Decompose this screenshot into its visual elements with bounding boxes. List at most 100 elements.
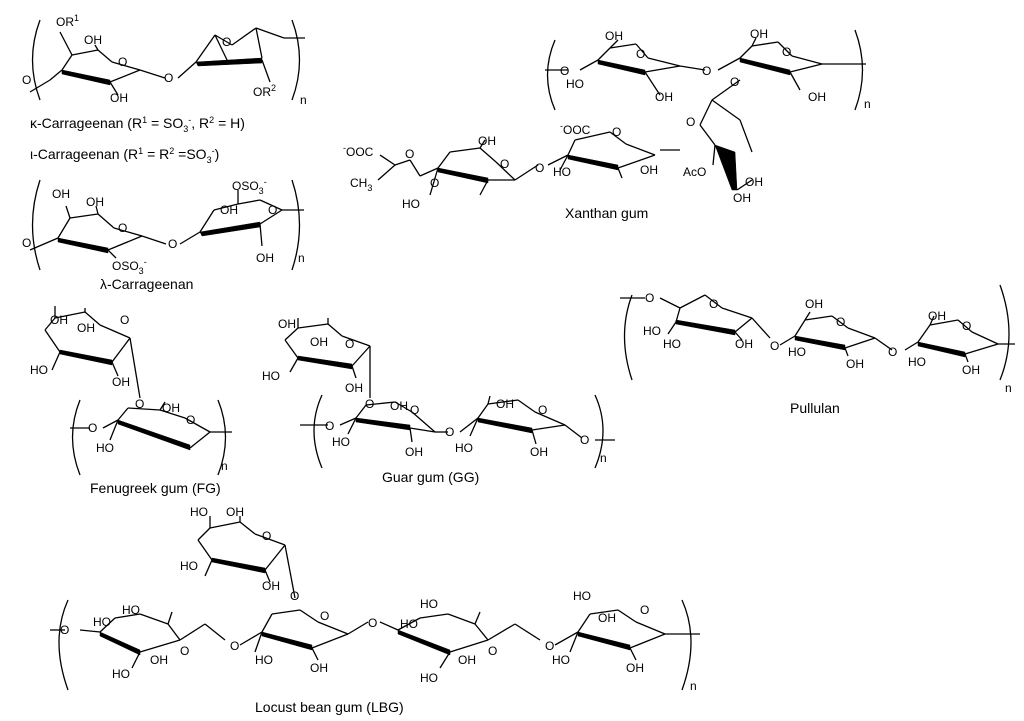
lambda-carrageenan-structure: OH OH O O OSO3- O OSO3- OH O OH n λ-Carr… [22, 177, 305, 292]
ho-label: HO [180, 559, 198, 573]
ring-o-label: O [405, 147, 414, 161]
carboxylate-label: -OOC [560, 121, 591, 137]
ho-label: HO [93, 615, 111, 629]
oh-label: OH [496, 397, 514, 411]
or1-label: OR1 [56, 13, 79, 29]
ring-o-label: O [262, 529, 271, 543]
oh-label: OH [310, 661, 328, 675]
carboxylate-label: -OOC [343, 143, 374, 159]
oh-label: OH [478, 134, 496, 148]
oh-label: OH [256, 251, 274, 265]
oh-label: OH [52, 187, 70, 201]
ho-label: HO [400, 617, 418, 631]
glycosidic-o-label: O [770, 339, 779, 353]
ho-label: HO [420, 597, 438, 611]
ho-label: HO [566, 77, 584, 91]
repeat-n-label: n [298, 251, 305, 265]
guar-gum-label: Guar gum (GG) [382, 469, 479, 485]
ho-label: HO [908, 355, 926, 369]
oso3-label: OSO3- [232, 177, 267, 196]
ring-o-label: O [410, 403, 419, 417]
ring-o-label: O [538, 403, 547, 417]
ho-label: HO [420, 671, 438, 685]
ring-o-label: O [22, 73, 31, 87]
glycosidic-o-label: O [168, 237, 177, 251]
oh-label: OH [846, 357, 864, 371]
oh-label: OH [50, 313, 68, 327]
methyl-label: CH3 [350, 176, 372, 193]
ring-o-label: O [488, 644, 497, 658]
ho-label: HO [262, 369, 280, 383]
repeat-n-label: n [221, 459, 228, 473]
oh-label: OH [310, 335, 328, 349]
fenugreek-gum-structure: OH OH O HO OH O OH O O HO n Fenugreek gu… [30, 306, 232, 496]
ring-o-label: O [180, 644, 189, 658]
glycosidic-o-label: O [702, 64, 711, 78]
oh-label: OH [598, 611, 616, 625]
ho-label: HO [573, 589, 591, 603]
oso3-label: OSO3- [112, 257, 147, 276]
ring-o-label: O [782, 45, 791, 59]
ho-label: HO [788, 345, 806, 359]
ho-label: HO [190, 505, 208, 519]
ring-o-label: O [320, 609, 329, 623]
oh-label: OH [345, 381, 363, 395]
ring-o-label: O [118, 221, 127, 235]
oh-label: OH [226, 505, 244, 519]
ring-o-label: O [222, 35, 231, 49]
pullulan-label: Pullulan [790, 400, 840, 416]
ring-o-label: O [836, 315, 845, 329]
ring-o-label: O [500, 157, 509, 171]
repeat-n-label: n [1005, 381, 1012, 395]
oh-label: OH [733, 191, 751, 205]
locust-bean-gum-label: Locust bean gum (LBG) [255, 699, 404, 715]
oh-label: OH [112, 375, 130, 389]
ho-label: HO [112, 667, 130, 681]
glycosidic-o-label: O [60, 623, 69, 637]
oh-label: OH [808, 90, 826, 104]
glycosidic-o-label: O [580, 433, 589, 447]
oh-label: OH [405, 445, 423, 459]
pullulan-structure: O O HO HO OH O OH O HO OH O OH O HO OH n… [620, 284, 1015, 416]
ho-label: HO [30, 363, 48, 377]
ring-o-label: O [430, 176, 439, 190]
oh-label: OH [750, 27, 768, 41]
iota-carrageenan-label: ι-Carrageenan (R1 = R2 =SO3-) [30, 146, 219, 165]
ho-label: HO [402, 197, 420, 211]
ho-label: HO [255, 653, 273, 667]
ring-o-label: O [709, 297, 718, 311]
ho-label: HO [643, 324, 661, 338]
ring-o-label: O [640, 603, 649, 617]
xanthan-gum-structure: OH O O HO OH O OH O OH O n O AcO OH OH -… [343, 27, 871, 221]
glycosidic-o-label: O [645, 291, 654, 305]
ho-label: HO [96, 441, 114, 455]
oh-label: OH [962, 363, 980, 377]
ring-o-label: O [612, 125, 621, 139]
repeat-n-label: n [300, 93, 307, 107]
oh-label: OH [162, 401, 180, 415]
glycosidic-o-label: O [535, 161, 544, 175]
lambda-carrageenan-label: λ-Carrageenan [100, 276, 193, 292]
oh-label: OH [77, 321, 95, 335]
ring-o-label: O [186, 413, 195, 427]
ring-o-label: O [962, 319, 971, 333]
ring-o-label: O [120, 313, 129, 327]
oh-label: OH [928, 309, 946, 323]
oh-label: OH [805, 297, 823, 311]
repeat-n-label: n [864, 97, 871, 111]
oh-label: OH [655, 90, 673, 104]
glycosidic-o-label: O [135, 397, 144, 411]
glycosidic-o-label: O [290, 589, 299, 603]
oh-label: OH [530, 445, 548, 459]
oh-label: OH [86, 195, 104, 209]
oh-label: OH [605, 29, 623, 43]
ho-label: HO [553, 165, 571, 179]
ho-label: HO [122, 603, 140, 617]
ring-o-label: O [686, 115, 695, 129]
glycosidic-o-label: O [545, 639, 554, 653]
locust-bean-gum-structure: HO OH O HO OH O O HO HO O OH HO O O HO O… [50, 505, 700, 715]
glycosidic-o-label: O [164, 71, 173, 85]
guar-gum-structure: OH OH O HO OH O OH O O HO OH O OH O HO O… [262, 317, 615, 485]
repeat-n-label: n [690, 679, 697, 693]
